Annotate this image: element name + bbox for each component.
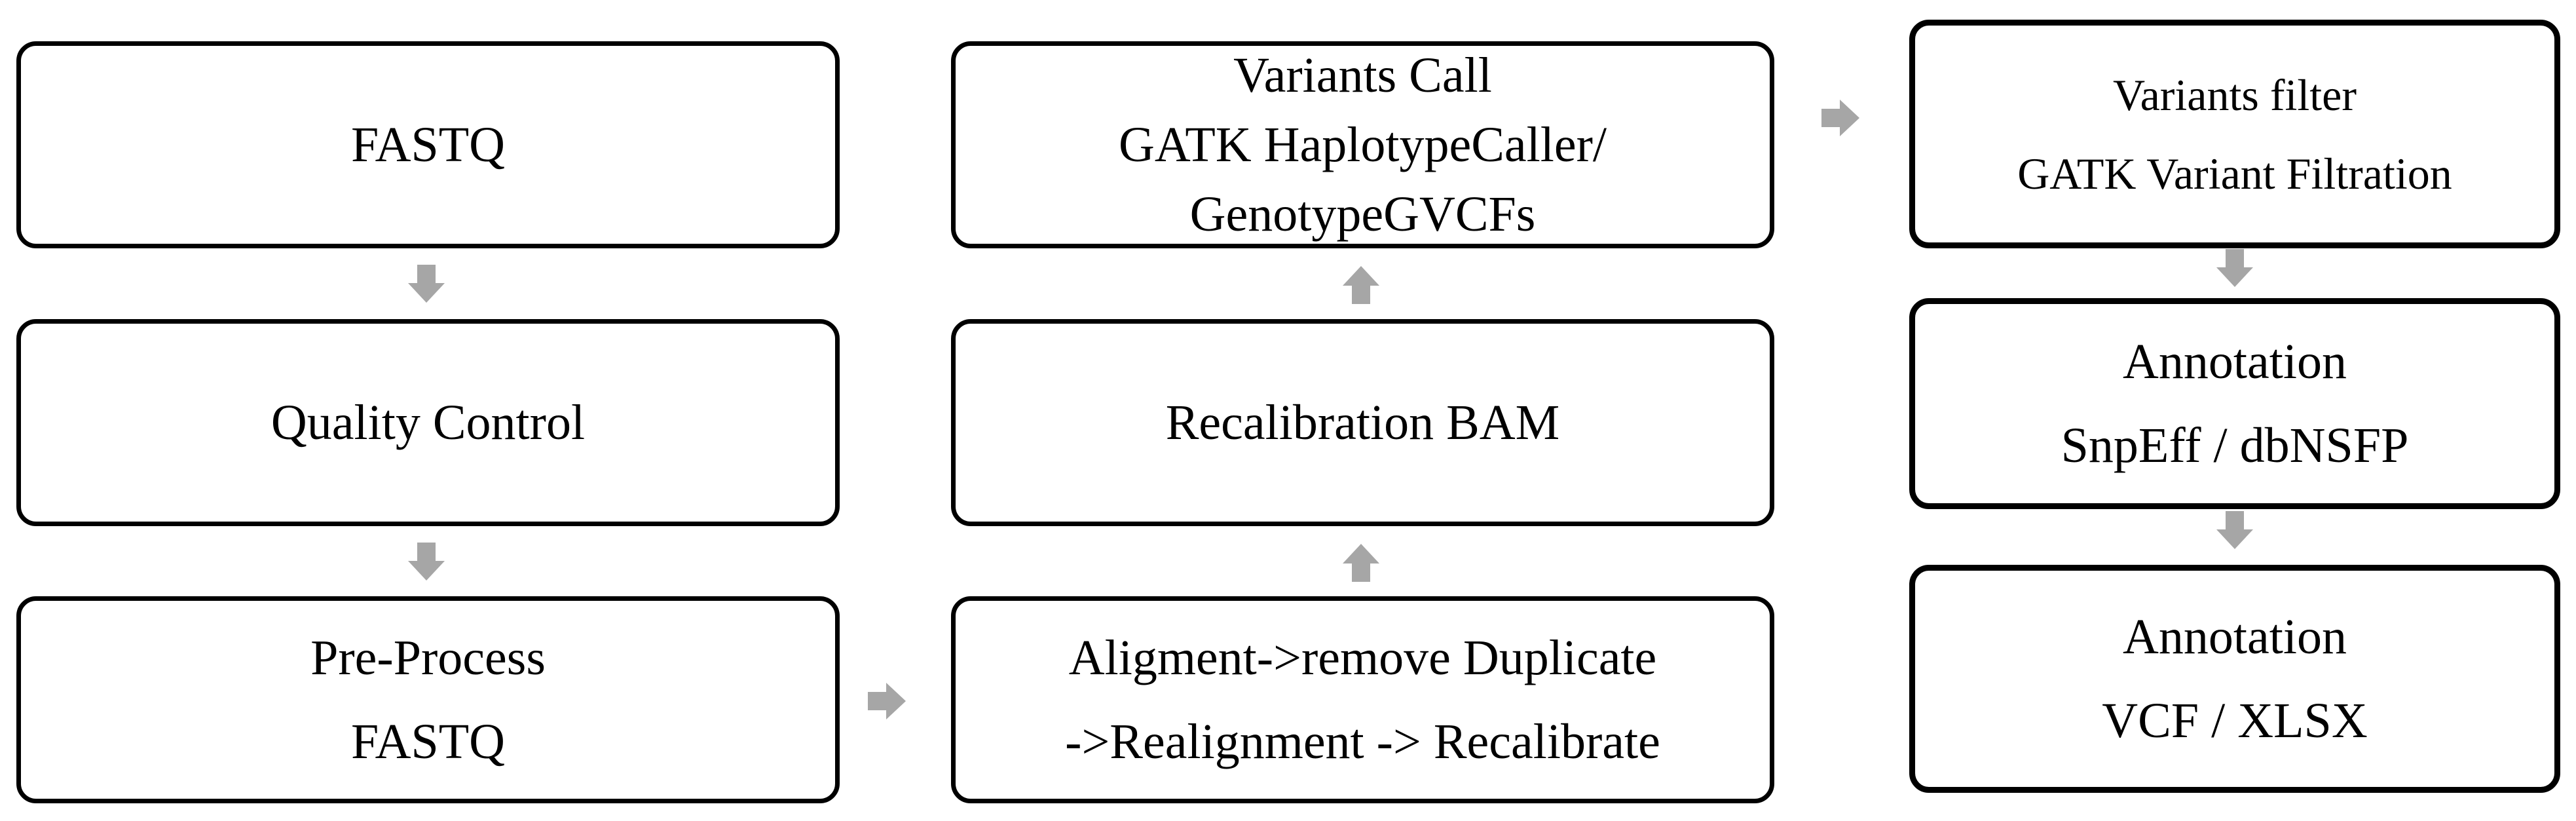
node-label: Annotation bbox=[2123, 609, 2347, 664]
node-pre-process: Pre-Process FASTQ bbox=[16, 596, 840, 803]
node-label: Recalibration BAM bbox=[1165, 395, 1560, 450]
arrow-up-icon bbox=[1341, 265, 1381, 304]
node-quality-control: Quality Control bbox=[16, 319, 840, 526]
node-sublabel: GATK Variant Filtration bbox=[2017, 148, 2452, 199]
node-label: FASTQ bbox=[350, 117, 506, 172]
node-label: Variants Call bbox=[1233, 48, 1492, 103]
node-sublabel: FASTQ bbox=[350, 714, 506, 769]
arrow-down-icon bbox=[407, 543, 446, 582]
node-sublabel: SnpEff / dbNSFP bbox=[2061, 418, 2409, 473]
node-sublabel: GATK HaplotypeCaller/ bbox=[1118, 117, 1607, 172]
node-recalibration-bam: Recalibration BAM bbox=[951, 319, 1774, 526]
arrow-down-icon bbox=[2215, 249, 2254, 288]
arrow-down-icon bbox=[407, 265, 446, 304]
node-sublabel: GenotypeGVCFs bbox=[1189, 187, 1536, 242]
node-label: Pre-Process bbox=[310, 630, 546, 685]
node-sublabel: ->Realignment -> Recalibrate bbox=[1065, 714, 1660, 769]
node-variants-filter: Variants filter GATK Variant Filtration bbox=[1909, 20, 2560, 248]
arrow-down-icon bbox=[2215, 511, 2254, 550]
arrow-right-icon bbox=[868, 681, 907, 721]
arrow-up-icon bbox=[1341, 543, 1381, 582]
node-label: Aligment->remove Duplicate bbox=[1068, 630, 1657, 685]
node-label: Annotation bbox=[2123, 334, 2347, 389]
node-sublabel: VCF / XLSX bbox=[2102, 693, 2368, 748]
node-annotation-output: Annotation VCF / XLSX bbox=[1909, 565, 2560, 793]
node-alignment: Aligment->remove Duplicate ->Realignment… bbox=[951, 596, 1774, 803]
node-annotation-snpeff: Annotation SnpEff / dbNSFP bbox=[1909, 298, 2560, 509]
node-fastq: FASTQ bbox=[16, 41, 840, 248]
node-label: Quality Control bbox=[271, 395, 586, 450]
arrow-right-icon bbox=[1821, 98, 1861, 138]
node-label: Variants filter bbox=[2113, 69, 2357, 120]
node-variants-call: Variants Call GATK HaplotypeCaller/ Geno… bbox=[951, 41, 1774, 248]
